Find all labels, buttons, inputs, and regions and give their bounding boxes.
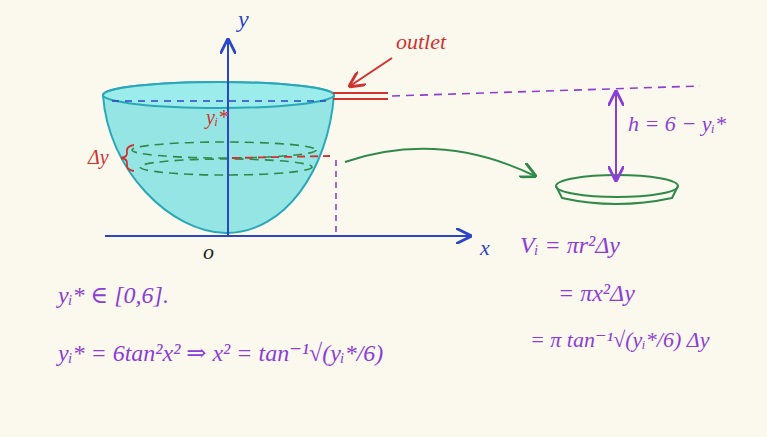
- height-arrow: [615, 92, 617, 180]
- volume-formula: = π tan⁻¹√(yᵢ*/6) Δy: [530, 328, 709, 352]
- water-surface: [112, 100, 326, 102]
- height-label: yᵢ*: [206, 106, 228, 128]
- outlet-pointer: [350, 58, 392, 86]
- outlet-pipe: [333, 98, 388, 100]
- height-formula: h = 6 − yᵢ*: [628, 112, 726, 136]
- slab-pointer: [345, 149, 535, 176]
- slab-height-line: [232, 156, 330, 158]
- volume-formula: = πx²Δy: [558, 280, 635, 306]
- outlet-label: outlet: [396, 30, 446, 54]
- outlet-level: [392, 86, 700, 96]
- disc-slab: [556, 186, 678, 204]
- axis-label: y: [238, 6, 249, 32]
- radius-drop: [335, 160, 337, 236]
- slab-top: [132, 142, 316, 158]
- relation-formula: yᵢ* = 6tan²x² ⇒ x² = tan⁻¹√(yᵢ*/6): [58, 340, 383, 366]
- bowl-rim: [103, 82, 334, 108]
- dy-brace: [121, 145, 134, 171]
- volume-formula: Vᵢ = πr²Δy: [520, 232, 620, 258]
- slab-bottom: [140, 159, 312, 175]
- x-axis: [105, 235, 470, 237]
- range-note: yᵢ* ∈ [0,6].: [58, 282, 169, 308]
- axis-label: x: [480, 236, 490, 260]
- y-axis: [227, 40, 229, 236]
- bowl-water: [103, 82, 334, 233]
- origin-label: o: [203, 240, 214, 264]
- outlet-pipe: [333, 92, 388, 94]
- thickness-label: Δy: [88, 146, 109, 168]
